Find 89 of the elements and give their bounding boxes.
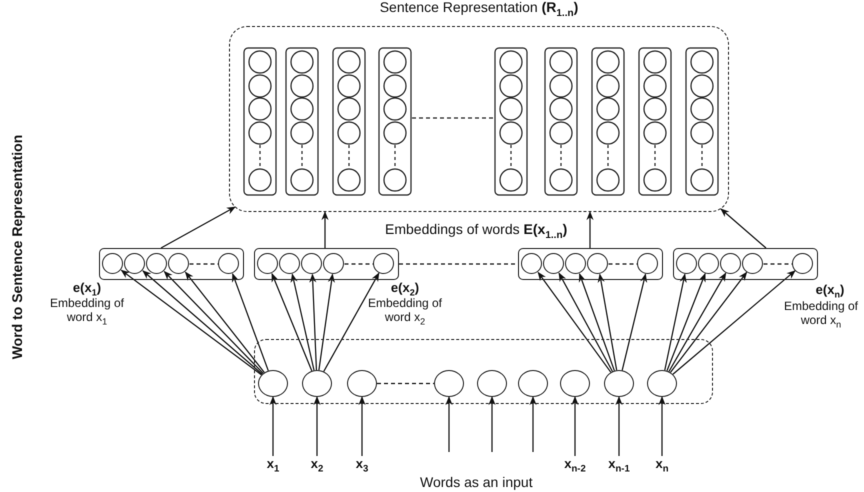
embedding-name: e(x$_{2}$) [390,280,420,298]
neuron-circle [434,370,464,397]
neuron-circle [323,253,344,274]
arrow [622,273,648,370]
arrow [142,270,263,375]
dashed-connector [344,263,374,265]
dashed-connector [399,263,518,265]
neuron-circle [279,253,300,274]
arrow [445,396,453,452]
neuron-circle [676,253,698,274]
neuron-circle [302,370,332,397]
arrow [598,273,618,370]
neuron-circle [720,253,742,274]
neuron-circle [518,370,548,397]
embeddings-caption: Embeddings of words E(x$_{1..n}$) [385,221,568,241]
neuron-circle [792,253,814,274]
input-word-label: x$_{n-2}$ [553,456,597,474]
neuron-circle [543,253,564,274]
neuron-circle [218,253,240,274]
neuron-circle [476,370,507,397]
arrow [309,274,318,370]
arrow [318,274,335,370]
neuron-circle [521,253,542,274]
arrow [558,272,613,372]
dashed-connector [608,263,638,265]
neuron-circle [373,253,394,274]
arrow [164,270,264,374]
arrow [571,396,579,456]
embedding-description: Embedding of word x$_{n}$ [782,299,860,331]
arrow [160,206,236,249]
input-word-label: x$_{3}$ [340,456,384,474]
arrow [313,396,321,456]
arrow [271,272,312,372]
input-word-label: x$_{n-1}$ [597,456,641,474]
input-word-label: x$_{1}$ [251,456,295,474]
embedding-box [99,248,244,280]
dashed-group-box [254,339,713,404]
neuron-circle [102,253,124,274]
arrow [323,272,380,372]
arrow [269,396,277,456]
arrow [578,273,615,371]
dashed-connector [764,263,792,265]
neuron-circle [604,370,634,397]
neuron-circle [565,253,586,274]
neuron-circle [587,253,608,274]
embedding-box [518,248,663,280]
neuron-circle [301,253,322,274]
arrow [720,208,766,248]
group-title: Sentence Representation (R$_{1..n}$) [378,0,580,19]
neuron-circle [257,253,278,274]
neuron-circle [146,253,168,274]
arrow [670,272,748,373]
arrow [290,273,315,370]
arrow [232,273,269,371]
arrow [321,211,329,248]
arrow [664,273,687,370]
input-word-label: x$_{2}$ [295,456,339,474]
dashed-connector [190,263,218,265]
arrow [615,396,623,456]
embedding-description: Embedding of word x$_{2}$ [366,296,444,328]
embedding-name: e(x$_{n}$) [816,282,844,300]
neuron-circle [168,253,190,274]
neuron-circle [742,253,764,274]
arrow [358,396,366,456]
neuron-circle [698,253,720,274]
arrow [488,396,496,452]
neuron-circle [124,253,146,274]
arrow [120,270,262,376]
input-caption: Words as an input [420,474,533,490]
dashed-connector [377,382,434,384]
neuron-circle [646,370,677,397]
arrow [658,396,666,456]
arrow [666,272,706,371]
arrow [529,396,537,452]
embedding-name: e(x$_{1}$) [72,280,102,298]
input-word-label: x$_{n}$ [640,456,684,474]
arrow [184,272,265,373]
neuron-circle [637,253,658,274]
embedding-box [254,248,399,280]
arrow [538,272,612,373]
arrow [668,272,726,372]
neuron-circle [258,370,288,397]
embedding-description: Embedding of word x$_{1}$ [48,296,126,328]
neuron-circle [346,370,377,397]
side-title: Word to Sentence Representation [9,134,25,360]
arrow [586,211,594,248]
neuron-circle [560,370,590,397]
arrow [672,270,796,375]
embedding-box [673,248,818,280]
